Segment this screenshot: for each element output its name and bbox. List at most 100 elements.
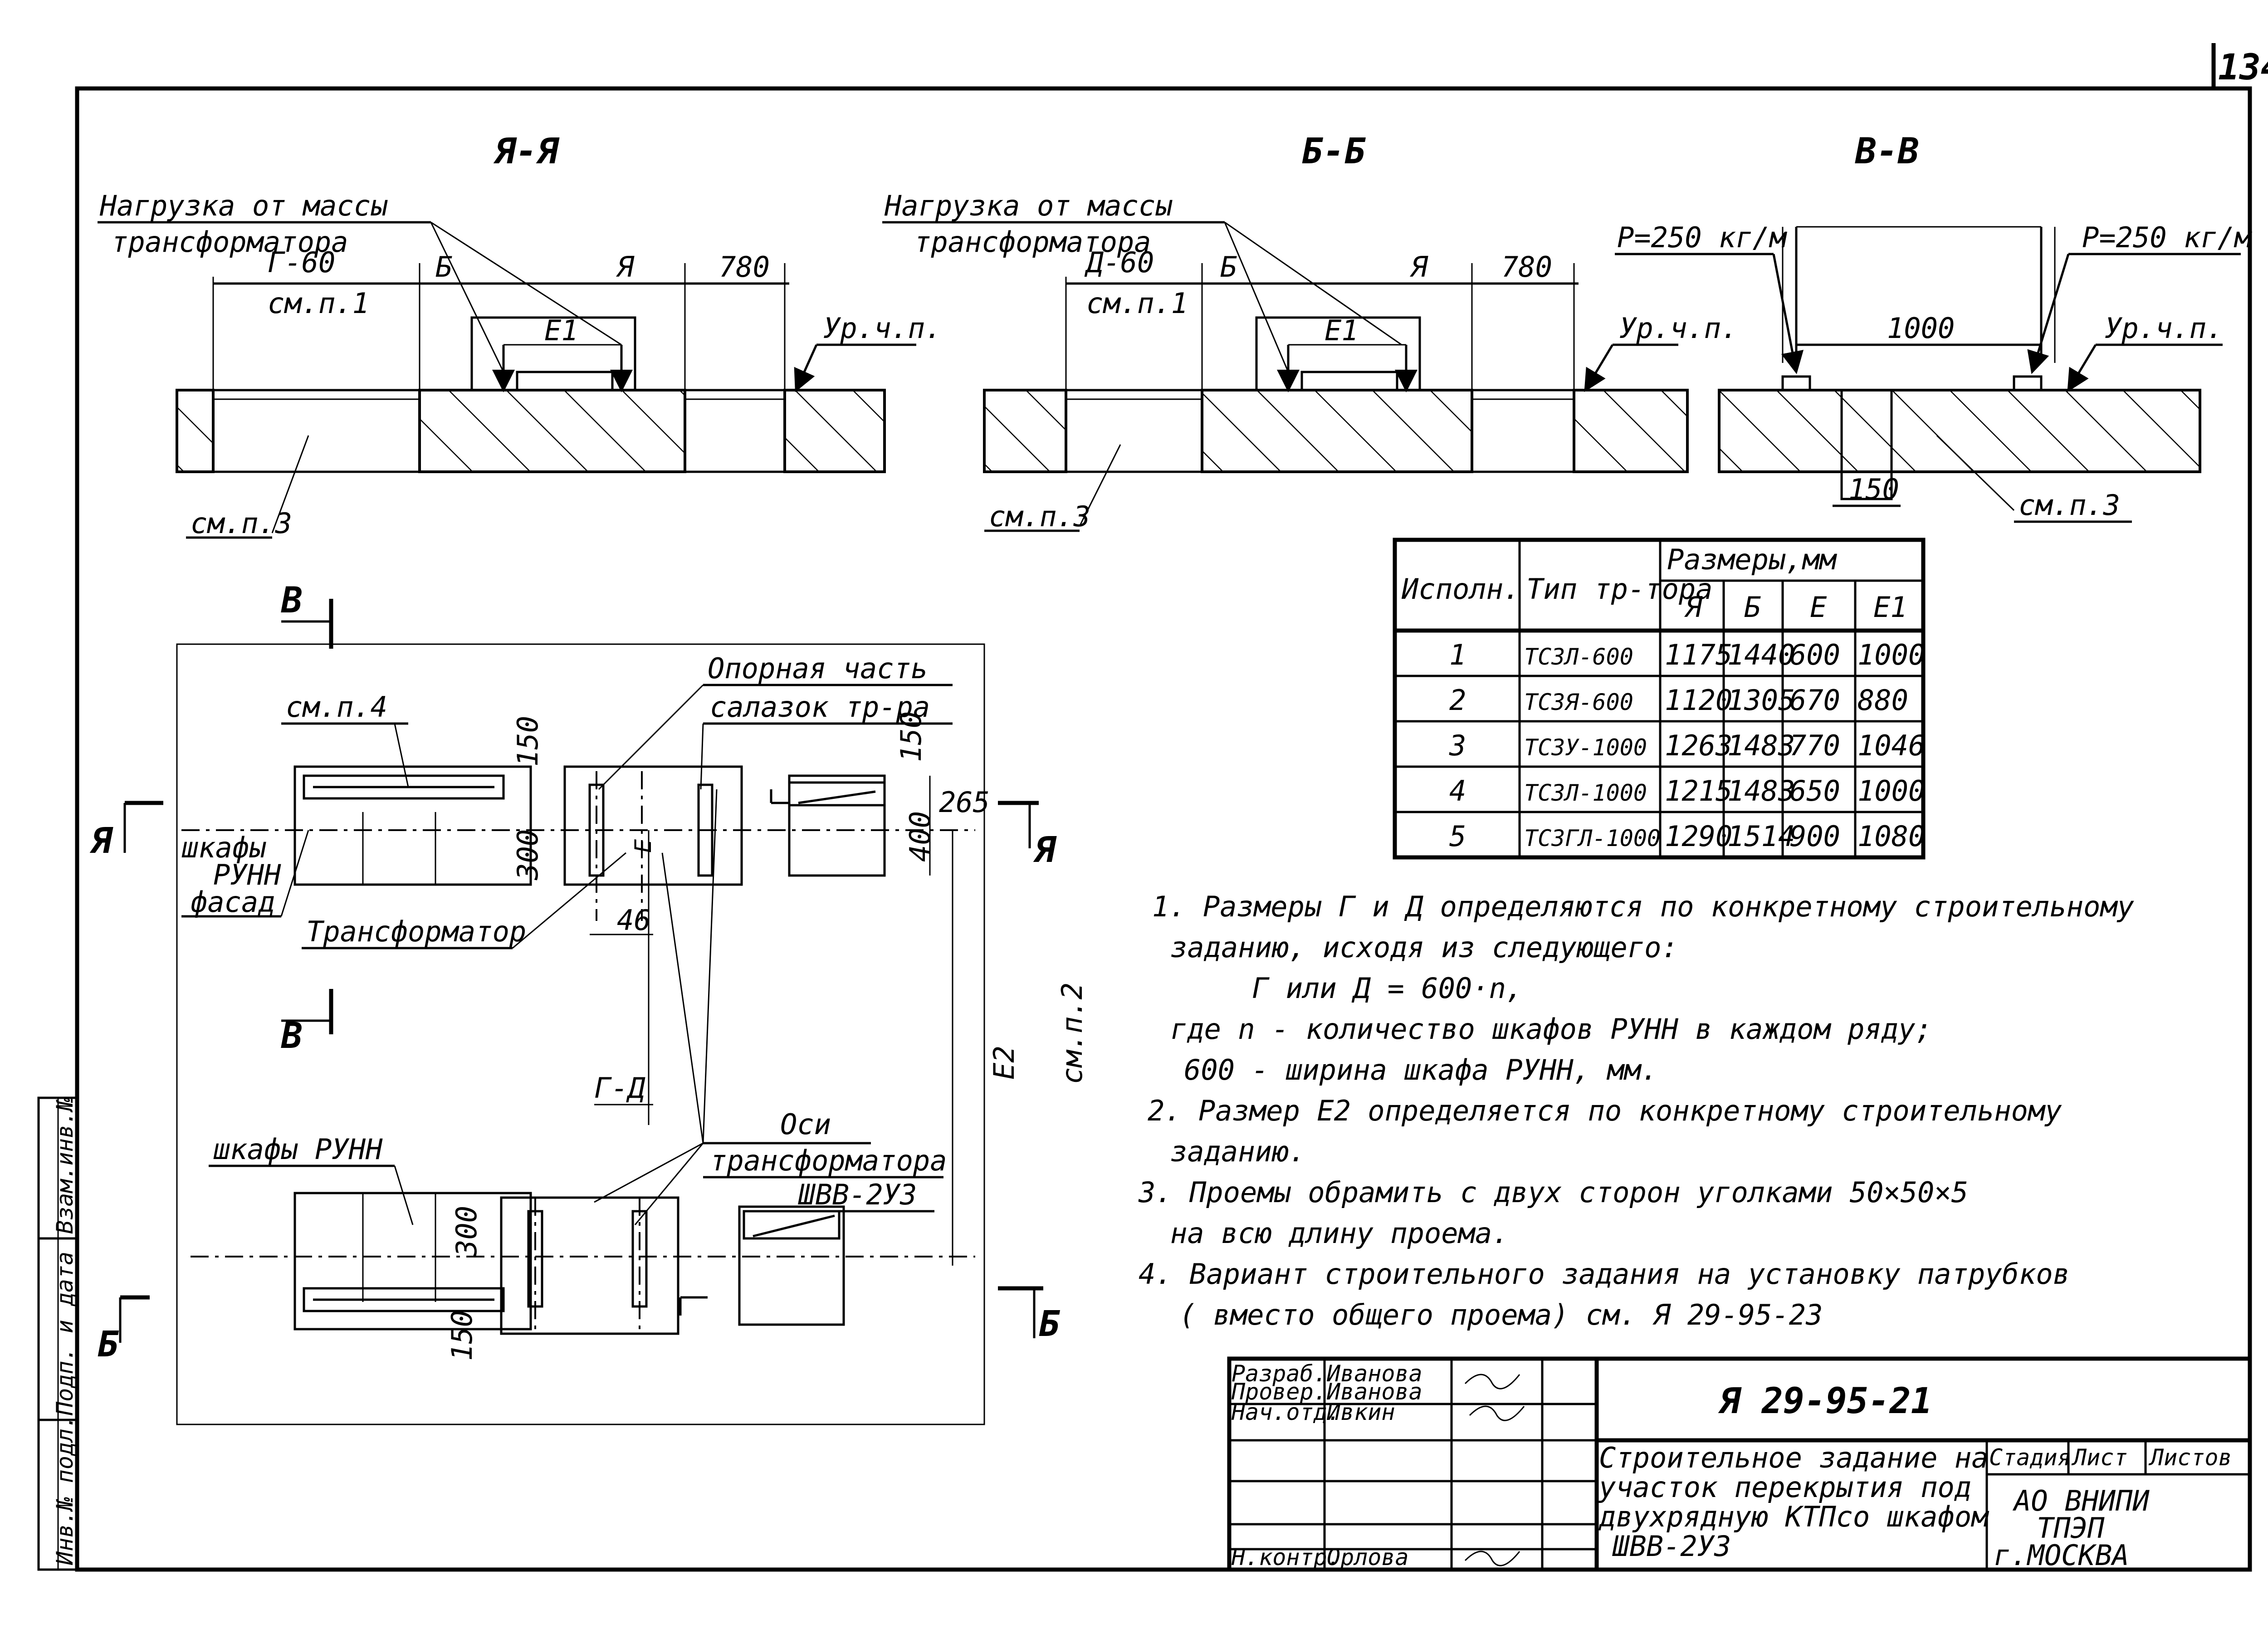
table-header-type: Тип тр-тора xyxy=(1526,572,1713,606)
table-cell-b: 1483 xyxy=(1727,729,1795,762)
plan-dim-400: 400 xyxy=(904,811,937,862)
section-aa-dim-b: Б xyxy=(435,250,452,284)
table-cell-ispoln: 5 xyxy=(1449,820,1466,853)
plan-dim-150c: 150 xyxy=(445,1310,479,1361)
plan-cut-bb-left: Б xyxy=(98,1324,119,1365)
stamp-role: Н.контр. xyxy=(1231,1544,1341,1570)
plan-transformer-label: Трансформатор xyxy=(306,915,526,948)
table-cell-e1: 880 xyxy=(1857,684,1908,717)
sizes-table: Исполн. Тип тр-тора Размеры,мм Я Б Е Е1 … xyxy=(1393,538,1926,860)
section-vv-dim-150: 150 xyxy=(1848,473,1899,506)
plan-support-label2: салазок тр-ра xyxy=(710,690,930,724)
table-cell-ispoln: 4 xyxy=(1449,774,1466,807)
plan-dim-265: 265 xyxy=(939,786,990,819)
table-cell-e: 600 xyxy=(1789,638,1840,671)
plan-cut-b-bottom: В xyxy=(281,1016,303,1057)
doc-title-4: ШВВ-2УЗ xyxy=(1612,1530,1731,1563)
stamp-name: Иванова xyxy=(1326,1379,1422,1405)
org-name-2: ТПЭП xyxy=(2037,1512,2105,1545)
section-bb-ref3: см.п.3 xyxy=(989,500,1090,533)
table-header-b: Б xyxy=(1744,591,1761,624)
table-cell-ispoln: 1 xyxy=(1449,638,1466,671)
side-stamp-inv: Инв.№ подл. xyxy=(52,1415,78,1566)
section-aa-level: Ур.ч.п. xyxy=(823,312,942,345)
section-bb-dim-d: Д-60 xyxy=(1084,246,1154,279)
plan-dim-150a: 150 xyxy=(511,716,544,767)
plan-axes-label2: трансформатора xyxy=(710,1144,947,1177)
section-vv-dim-1000: 1000 xyxy=(1887,312,1955,345)
plan-dim-150b: 150 xyxy=(894,711,928,762)
section-aa: Я-Я Нагрузка от массы трансформатора Г-6… xyxy=(98,131,942,540)
table-cell-type: ТСЗЛ-1000 xyxy=(1524,780,1647,806)
side-stamp-sign: Подп. и дата xyxy=(52,1252,78,1416)
note-line: где n - количество шкафов РУНН в каждом … xyxy=(1170,1013,1932,1046)
stamp-role: Разраб. xyxy=(1232,1360,1327,1387)
note-line: 4. Вариант строительного задания на уста… xyxy=(1139,1257,2070,1291)
table-cell-e1: 1000 xyxy=(1857,638,1925,671)
sheet-number: 134 xyxy=(2218,47,2268,88)
doc-title-3: двухрядную КТПсо шкафом xyxy=(1598,1500,1989,1533)
plan-axes-label: Оси xyxy=(780,1108,831,1141)
doc-title-1: Строительное задание на xyxy=(1599,1441,1989,1474)
section-bb-level: Ур.ч.п. xyxy=(1619,312,1738,345)
plan-dim-gd: Г-Д xyxy=(594,1071,645,1105)
stamp-name: Иванова xyxy=(1326,1360,1422,1387)
plan-cut-a-right: Я xyxy=(1033,830,1057,871)
section-bb-load-label2: трансформатора xyxy=(914,225,1151,259)
stamp-role: Нач.отд. xyxy=(1231,1399,1341,1425)
section-aa-title: Я-Я xyxy=(493,131,560,172)
plan-cut-a-left: Я xyxy=(89,821,113,861)
table-header-a: Я xyxy=(1684,591,1703,624)
section-bb-title: Б-Б xyxy=(1302,131,1366,172)
stamp-name: Орлова xyxy=(1327,1544,1409,1570)
section-vv-title: В-В xyxy=(1855,131,1919,172)
table-cell-e: 770 xyxy=(1789,729,1840,762)
plan-cabinets-runn: шкафы РУНН xyxy=(213,1133,383,1166)
table-cell-a: 1290 xyxy=(1665,820,1732,853)
table-cell-b: 1305 xyxy=(1727,684,1795,717)
notes-block: 1. Размеры Г и Д определяются по конкрет… xyxy=(1138,890,2135,1331)
note-line: на всю длину проема. xyxy=(1170,1217,1509,1250)
section-aa-dim-780: 780 xyxy=(719,250,770,284)
table-cell-e: 900 xyxy=(1789,820,1840,853)
plan-dim-E: Е xyxy=(630,839,656,853)
plan-cut-bb-right: Б xyxy=(1039,1304,1061,1345)
plan-cabinets-label2: РУНН xyxy=(213,858,281,891)
section-aa-e1: Е1 xyxy=(544,314,578,347)
table-header-sizes: Размеры,мм xyxy=(1667,543,1838,576)
section-bb-note-ref: см.п.1 xyxy=(1086,287,1188,320)
col-sheet: Лист xyxy=(2071,1444,2127,1471)
org-name-3: г.МОСКВА xyxy=(1994,1539,2129,1572)
side-stamp: Инв.№ подл. Подп. и дата Взам.инв.№ xyxy=(37,1096,78,1571)
table-cell-b: 1440 xyxy=(1727,638,1795,671)
col-stage: Стадия xyxy=(1989,1444,2071,1471)
table-header-e: Е xyxy=(1810,591,1827,624)
table-cell-e1: 1080 xyxy=(1857,820,1925,853)
sheet-frame: 134 xyxy=(75,43,2268,1572)
section-aa-load-label: Нагрузка от массы xyxy=(99,189,388,222)
section-bb-e1: Е1 xyxy=(1325,314,1359,347)
table-cell-type: ТСЗУ-1000 xyxy=(1524,734,1647,761)
table-cell-a: 1215 xyxy=(1665,774,1732,807)
section-bb-dim-780: 780 xyxy=(1501,250,1552,284)
table-header-e1: Е1 xyxy=(1873,591,1907,624)
plan-ref4: см.п.4 xyxy=(286,690,387,724)
section-vv: В-В P=250 кг/м P=250 кг/м 1000 Ур.ч.п. 1… xyxy=(1615,131,2253,523)
stamp-name: Ивкин xyxy=(1326,1399,1395,1425)
table-cell-type: ТСЗГЛ-1000 xyxy=(1524,825,1661,851)
plan-cabinets-label3: фасад xyxy=(191,885,275,919)
table-cell-ispoln: 2 xyxy=(1449,684,1466,717)
table-cell-e: 650 xyxy=(1789,774,1840,807)
table-cell-e1: 1046 xyxy=(1857,729,1925,762)
note-line: 600 - ширина шкафа РУНН, мм. xyxy=(1184,1053,1658,1086)
stamp-role: Провер. xyxy=(1231,1379,1327,1405)
section-vv-p-left: P=250 кг/м xyxy=(1617,221,1788,254)
doc-code: Я 29-95-21 xyxy=(1718,1381,1932,1422)
table-cell-b: 1514 xyxy=(1727,820,1795,853)
note-line: 2. Размер Е2 определяется по конкретному… xyxy=(1148,1094,2062,1127)
plan-dim-46: 46 xyxy=(617,904,651,937)
section-aa-note-ref: см.п.1 xyxy=(268,287,369,320)
table-cell-type: ТСЗЛ-600 xyxy=(1524,644,1633,670)
section-bb-dim-b: Б xyxy=(1220,250,1237,284)
